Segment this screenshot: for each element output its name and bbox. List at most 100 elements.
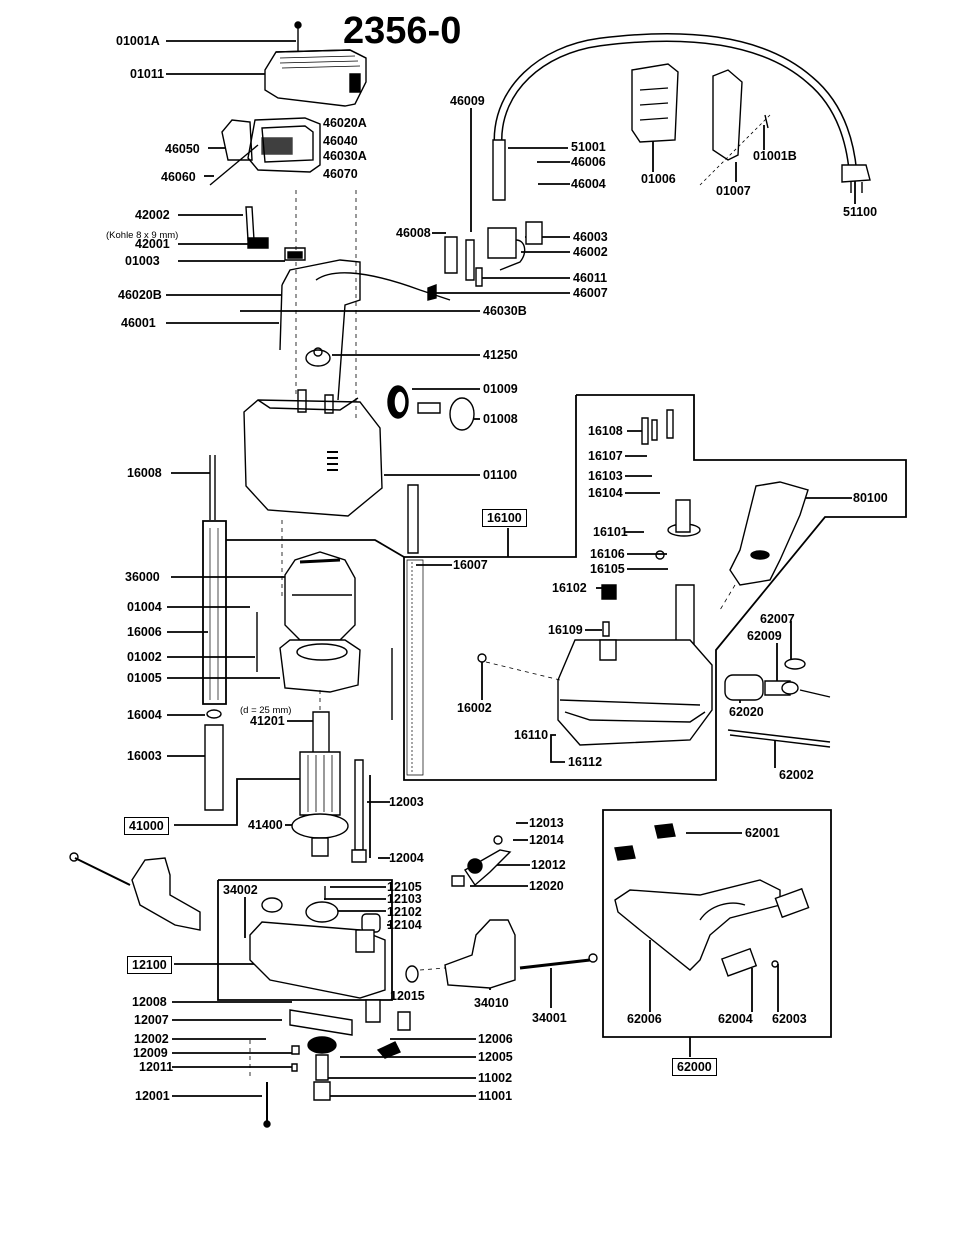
part-label-46030A[interactable]: 46030A	[323, 149, 367, 163]
group-label-16100[interactable]: 16100	[482, 509, 527, 527]
part-label-46004[interactable]: 46004	[571, 177, 606, 191]
part-label-46002[interactable]: 46002	[573, 245, 608, 259]
part-label-12006[interactable]: 12006	[478, 1032, 513, 1046]
part-label-46009[interactable]: 46009	[450, 94, 485, 108]
part-label-16110[interactable]: 16110	[514, 728, 549, 742]
part-label-46008[interactable]: 46008	[396, 226, 431, 240]
group-label-62000[interactable]: 62000	[672, 1058, 717, 1076]
part-label-41250[interactable]: 41250	[483, 348, 518, 362]
part-label-12105[interactable]: 12105	[387, 880, 422, 894]
part-label-46040[interactable]: 46040	[323, 134, 358, 148]
part-label-16102[interactable]: 16102	[552, 581, 587, 595]
part-label-16107[interactable]: 16107	[588, 449, 623, 463]
part-label-12008[interactable]: 12008	[132, 995, 167, 1009]
part-label-16106[interactable]: 16106	[590, 547, 625, 561]
part-label-16008[interactable]: 16008	[127, 466, 162, 480]
part-label-62006[interactable]: 62006	[627, 1012, 662, 1026]
part-label-12020[interactable]: 12020	[529, 879, 564, 893]
part-label-16109[interactable]: 16109	[548, 623, 583, 637]
part-label-12001[interactable]: 12001	[135, 1089, 170, 1103]
part-label-62003[interactable]: 62003	[772, 1012, 807, 1026]
part-label-46060[interactable]: 46060	[161, 170, 196, 184]
part-label-46020A[interactable]: 46020A	[323, 116, 367, 130]
part-label-01008[interactable]: 01008	[483, 412, 518, 426]
part-label-12009[interactable]: 12009	[133, 1046, 168, 1060]
part-label-42002[interactable]: 42002	[135, 208, 170, 222]
part-label-01001A[interactable]: 01001A	[116, 34, 160, 48]
part-label-12103[interactable]: 12103	[387, 892, 422, 906]
part-label-12013[interactable]: 12013	[529, 816, 564, 830]
part-label-46007[interactable]: 46007	[573, 286, 608, 300]
part-label-62007[interactable]: 62007	[760, 612, 795, 626]
part-label-46001[interactable]: 46001	[121, 316, 156, 330]
part-label-12015[interactable]: 12015	[390, 989, 425, 1003]
guide-clamp-62020	[725, 659, 830, 747]
lower-parts	[264, 1000, 410, 1127]
part-label-41400[interactable]: 41400	[248, 818, 283, 832]
part-label-12002[interactable]: 12002	[134, 1032, 169, 1046]
part-label-80100[interactable]: 80100	[853, 491, 888, 505]
part-label-16104[interactable]: 16104	[588, 486, 623, 500]
part-label-01005[interactable]: 01005	[127, 671, 162, 685]
power-cord-51100	[493, 37, 870, 200]
part-label-46011[interactable]: 46011	[573, 271, 608, 285]
part-label-01009[interactable]: 01009	[483, 382, 518, 396]
part-label-16004[interactable]: 16004	[127, 708, 162, 722]
part-label-34010[interactable]: 34010	[474, 996, 509, 1010]
part-label-01001B[interactable]: 01001B	[753, 149, 797, 163]
part-label-16006[interactable]: 16006	[127, 625, 162, 639]
part-label-36000[interactable]: 36000	[125, 570, 160, 584]
part-label-01100[interactable]: 01100	[483, 468, 518, 482]
part-label-12007[interactable]: 12007	[134, 1013, 169, 1027]
part-label-12011[interactable]: 12011	[139, 1060, 174, 1074]
part-label-16007[interactable]: 16007	[453, 558, 488, 572]
part-label-01011[interactable]: 01011	[130, 67, 165, 81]
diagram-title: 2356-0	[343, 10, 462, 52]
part-label-46050[interactable]: 46050	[165, 142, 200, 156]
part-label-62001[interactable]: 62001	[745, 826, 780, 840]
part-label-34002[interactable]: 34002	[223, 883, 258, 897]
part-label-01007[interactable]: 01007	[716, 184, 751, 198]
part-label-46006[interactable]: 46006	[571, 155, 606, 169]
part-label-51100[interactable]: 51100	[843, 205, 878, 219]
part-label-62004[interactable]: 62004	[718, 1012, 753, 1026]
part-label-01003[interactable]: 01003	[125, 254, 160, 268]
part-label-46030B[interactable]: 46030B	[483, 304, 527, 318]
group-label-41000[interactable]: 41000	[124, 817, 169, 835]
part-label-12005[interactable]: 12005	[478, 1050, 513, 1064]
part-label-11002[interactable]: 11002	[478, 1071, 513, 1085]
part-label-16103[interactable]: 16103	[588, 469, 623, 483]
part-label-16105[interactable]: 16105	[590, 562, 625, 576]
part-label-62002[interactable]: 62002	[779, 768, 814, 782]
part-label-34001[interactable]: 34001	[532, 1011, 567, 1025]
part-label-46020B[interactable]: 46020B	[118, 288, 162, 302]
part-label-16101[interactable]: 16101	[593, 525, 628, 539]
part-label-46003[interactable]: 46003	[573, 230, 608, 244]
part-label-41201[interactable]: 41201	[250, 714, 285, 728]
group-label-12100[interactable]: 12100	[127, 956, 172, 974]
part-label-16108-top[interactable]: 16108	[588, 424, 623, 438]
part-label-12014[interactable]: 12014	[529, 833, 564, 847]
part-label-16112[interactable]: 16112	[568, 755, 603, 769]
group-frames	[203, 395, 906, 1037]
motor-housing-01100	[244, 390, 382, 516]
motor-housing-46001	[280, 260, 450, 400]
brush-holder-42002	[246, 207, 305, 260]
part-label-16002[interactable]: 16002	[457, 701, 492, 715]
part-label-42001[interactable]: 42001	[135, 237, 170, 251]
part-label-01002[interactable]: 01002	[127, 650, 162, 664]
part-label-12004[interactable]: 12004	[389, 851, 424, 865]
part-label-11001[interactable]: 11001	[478, 1089, 513, 1103]
part-label-51001[interactable]: 51001	[571, 140, 606, 154]
part-label-16003[interactable]: 16003	[127, 749, 162, 763]
part-label-01006[interactable]: 01006	[641, 172, 676, 186]
part-label-62009[interactable]: 62009	[747, 629, 782, 643]
part-label-46070[interactable]: 46070	[323, 167, 358, 181]
part-label-12012[interactable]: 12012	[531, 858, 566, 872]
part-label-12003[interactable]: 12003	[389, 795, 424, 809]
part-label-12102[interactable]: 12102	[387, 905, 422, 919]
part-label-62020[interactable]: 62020	[729, 705, 764, 719]
part-label-01004[interactable]: 01004	[127, 600, 162, 614]
part-label-12104[interactable]: 12104	[387, 918, 422, 932]
